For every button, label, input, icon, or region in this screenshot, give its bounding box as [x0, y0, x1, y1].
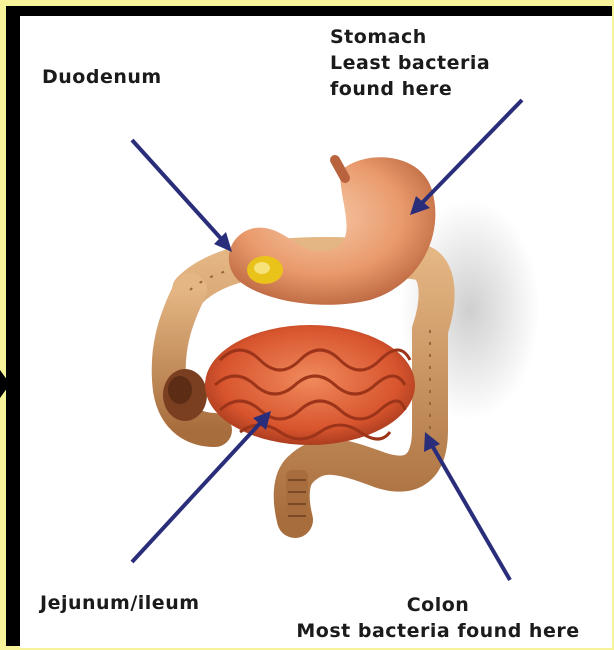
stomach-arrow — [410, 100, 522, 215]
colon-label-line-2: Most bacteria found here — [262, 618, 614, 644]
stomach-label-line-3: found here — [330, 76, 490, 102]
small-intestine — [205, 325, 415, 445]
jejunum-ileum-label: Jejunum/ileum — [40, 590, 200, 616]
stomach-label-line-1: Stomach — [330, 24, 490, 50]
colon-label-line-1: Colon — [262, 592, 614, 618]
colon-label: Colon Most bacteria found here — [262, 592, 614, 644]
duodenum-label: Duodenum — [42, 64, 162, 90]
stomach-label: Stomach Least bacteria found here — [330, 24, 490, 102]
stomach-label-line-2: Least bacteria — [330, 50, 490, 76]
duodenum-arrow — [132, 140, 232, 252]
colon-arrow — [424, 432, 510, 580]
